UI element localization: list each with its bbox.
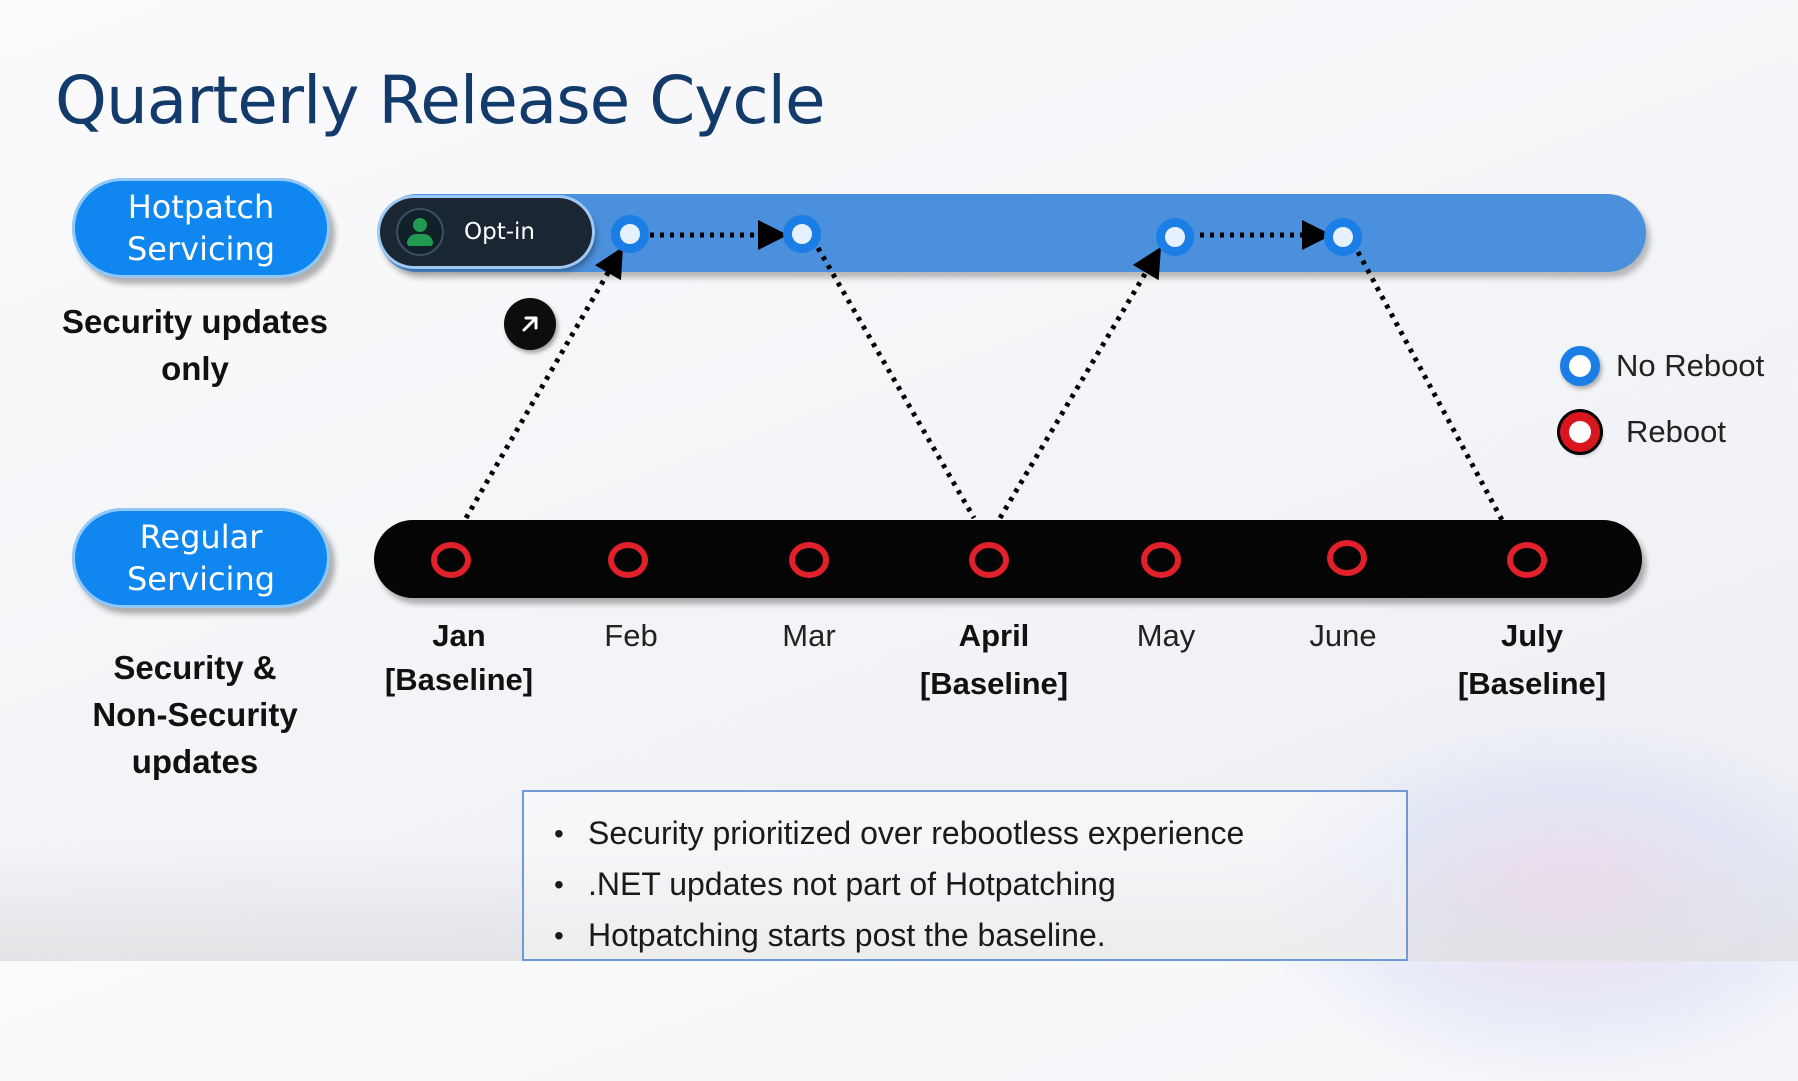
regular-servicing-pill: Regular Servicing	[72, 508, 330, 608]
person-icon	[396, 208, 444, 256]
legend-no-reboot: No Reboot	[1560, 346, 1764, 386]
hotpatch-servicing-pill: Hotpatch Servicing	[72, 178, 330, 278]
regular-description: Security & Non-Security updates	[54, 644, 336, 785]
link-june-to-july	[1355, 250, 1505, 522]
hotpatch-pill-line2: Servicing	[126, 230, 276, 268]
month-label-april: April[Baseline]	[919, 618, 1069, 701]
reboot-marker-feb	[608, 542, 648, 578]
regular-desc-line3: updates	[131, 743, 259, 780]
no-reboot-marker-feb	[611, 215, 649, 253]
month-label-june: June	[1309, 618, 1377, 653]
link-jan-to-feb	[463, 246, 624, 520]
arrow-up-right-icon	[504, 298, 556, 350]
month-label-may: May	[1136, 618, 1196, 653]
note-item: .NET updates not part of Hotpatching	[540, 859, 1406, 910]
regular-desc-line1: Security &	[113, 649, 277, 686]
no-reboot-marker-june	[1324, 218, 1362, 256]
hotpatch-description: Security updates only	[34, 298, 356, 392]
link-april-to-may	[997, 246, 1162, 520]
note-item: Hotpatching starts post the baseline.	[540, 910, 1406, 961]
reboot-marker-april	[969, 542, 1009, 578]
link-mar-to-april	[815, 246, 977, 520]
opt-in-label: Opt-in	[464, 219, 535, 245]
legend-reboot: Reboot	[1560, 412, 1726, 452]
hotpatch-desc-line1: Security updates	[62, 303, 328, 340]
regular-pill-line2: Servicing	[126, 560, 276, 598]
reboot-marker-mar	[789, 542, 829, 578]
notes-list: Security prioritized over rebootless exp…	[540, 808, 1406, 961]
no-reboot-marker-may	[1156, 218, 1194, 256]
legend-no-reboot-label: No Reboot	[1616, 348, 1765, 383]
slide-title: Quarterly Release Cycle	[55, 62, 826, 139]
no-reboot-swatch-icon	[1560, 346, 1600, 386]
no-reboot-marker-mar	[783, 215, 821, 253]
hotpatch-pill-line1: Hotpatch	[127, 188, 275, 226]
regular-desc-line2: Non-Security	[92, 696, 298, 733]
reboot-swatch-icon	[1560, 412, 1600, 452]
reboot-marker-jan	[431, 542, 471, 578]
month-label-feb: Feb	[604, 618, 658, 653]
legend-reboot-label: Reboot	[1626, 414, 1726, 449]
month-label-jan: Jan[Baseline]	[384, 618, 534, 697]
notes-box: Security prioritized over rebootless exp…	[522, 790, 1408, 961]
connector-lines	[463, 220, 1505, 522]
opt-in-chip: Opt-in	[380, 198, 592, 266]
reboot-marker-may	[1141, 542, 1181, 578]
month-label-july: July[Baseline]	[1457, 618, 1607, 701]
month-label-mar: Mar	[782, 618, 836, 653]
reboot-marker-july	[1507, 542, 1547, 578]
note-item: Security prioritized over rebootless exp…	[540, 808, 1406, 859]
reboot-marker-june	[1327, 540, 1367, 576]
hotpatch-desc-line2: only	[161, 350, 229, 387]
regular-pill-line1: Regular	[139, 518, 263, 556]
